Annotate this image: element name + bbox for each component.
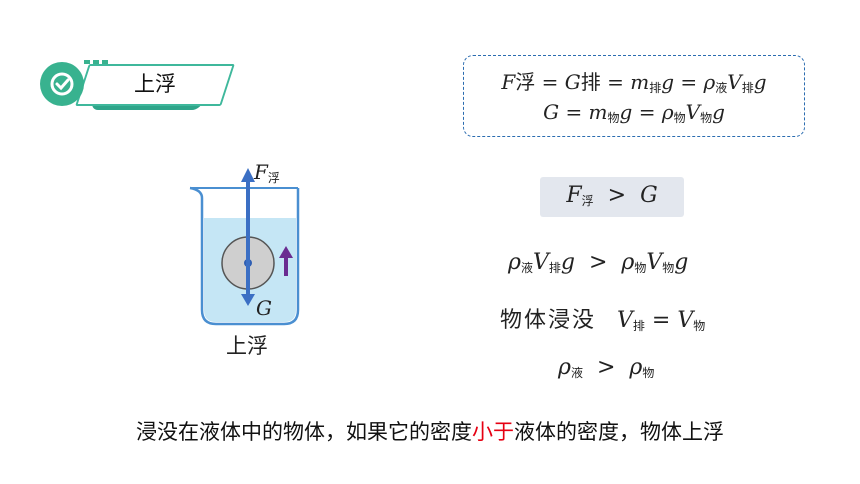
badge-icon-circle [40,62,84,106]
badge-dots [84,60,108,64]
condition-text: F浮 > G [566,183,658,208]
beaker-diagram [189,168,300,326]
formula-box [463,55,805,137]
condition-box [540,177,684,217]
formula-line-2: G = m物g = ρ物V物g [543,100,725,125]
derivation-row-2: 物体浸没 V排 = V物 [500,308,706,333]
force-down-label: G [256,296,272,320]
formula-line-1: F浮 = G排 = m排g = ρ液V排g [501,70,767,95]
derivation-row-1: ρ液V排g > ρ物V物g [508,250,689,275]
diagram-caption: 上浮 [226,334,268,358]
bottom-caption: 浸没在液体中的物体，如果它的密度小于液体的密度，物体上浮 [136,420,724,444]
section-title: 上浮 [134,72,176,96]
check-circle-icon [50,72,74,96]
beaker-outline [189,186,300,326]
force-up-label: F浮 [254,160,280,185]
highlight-text: 小于 [472,420,514,444]
derivation-row-3: ρ液 > ρ物 [558,355,655,380]
